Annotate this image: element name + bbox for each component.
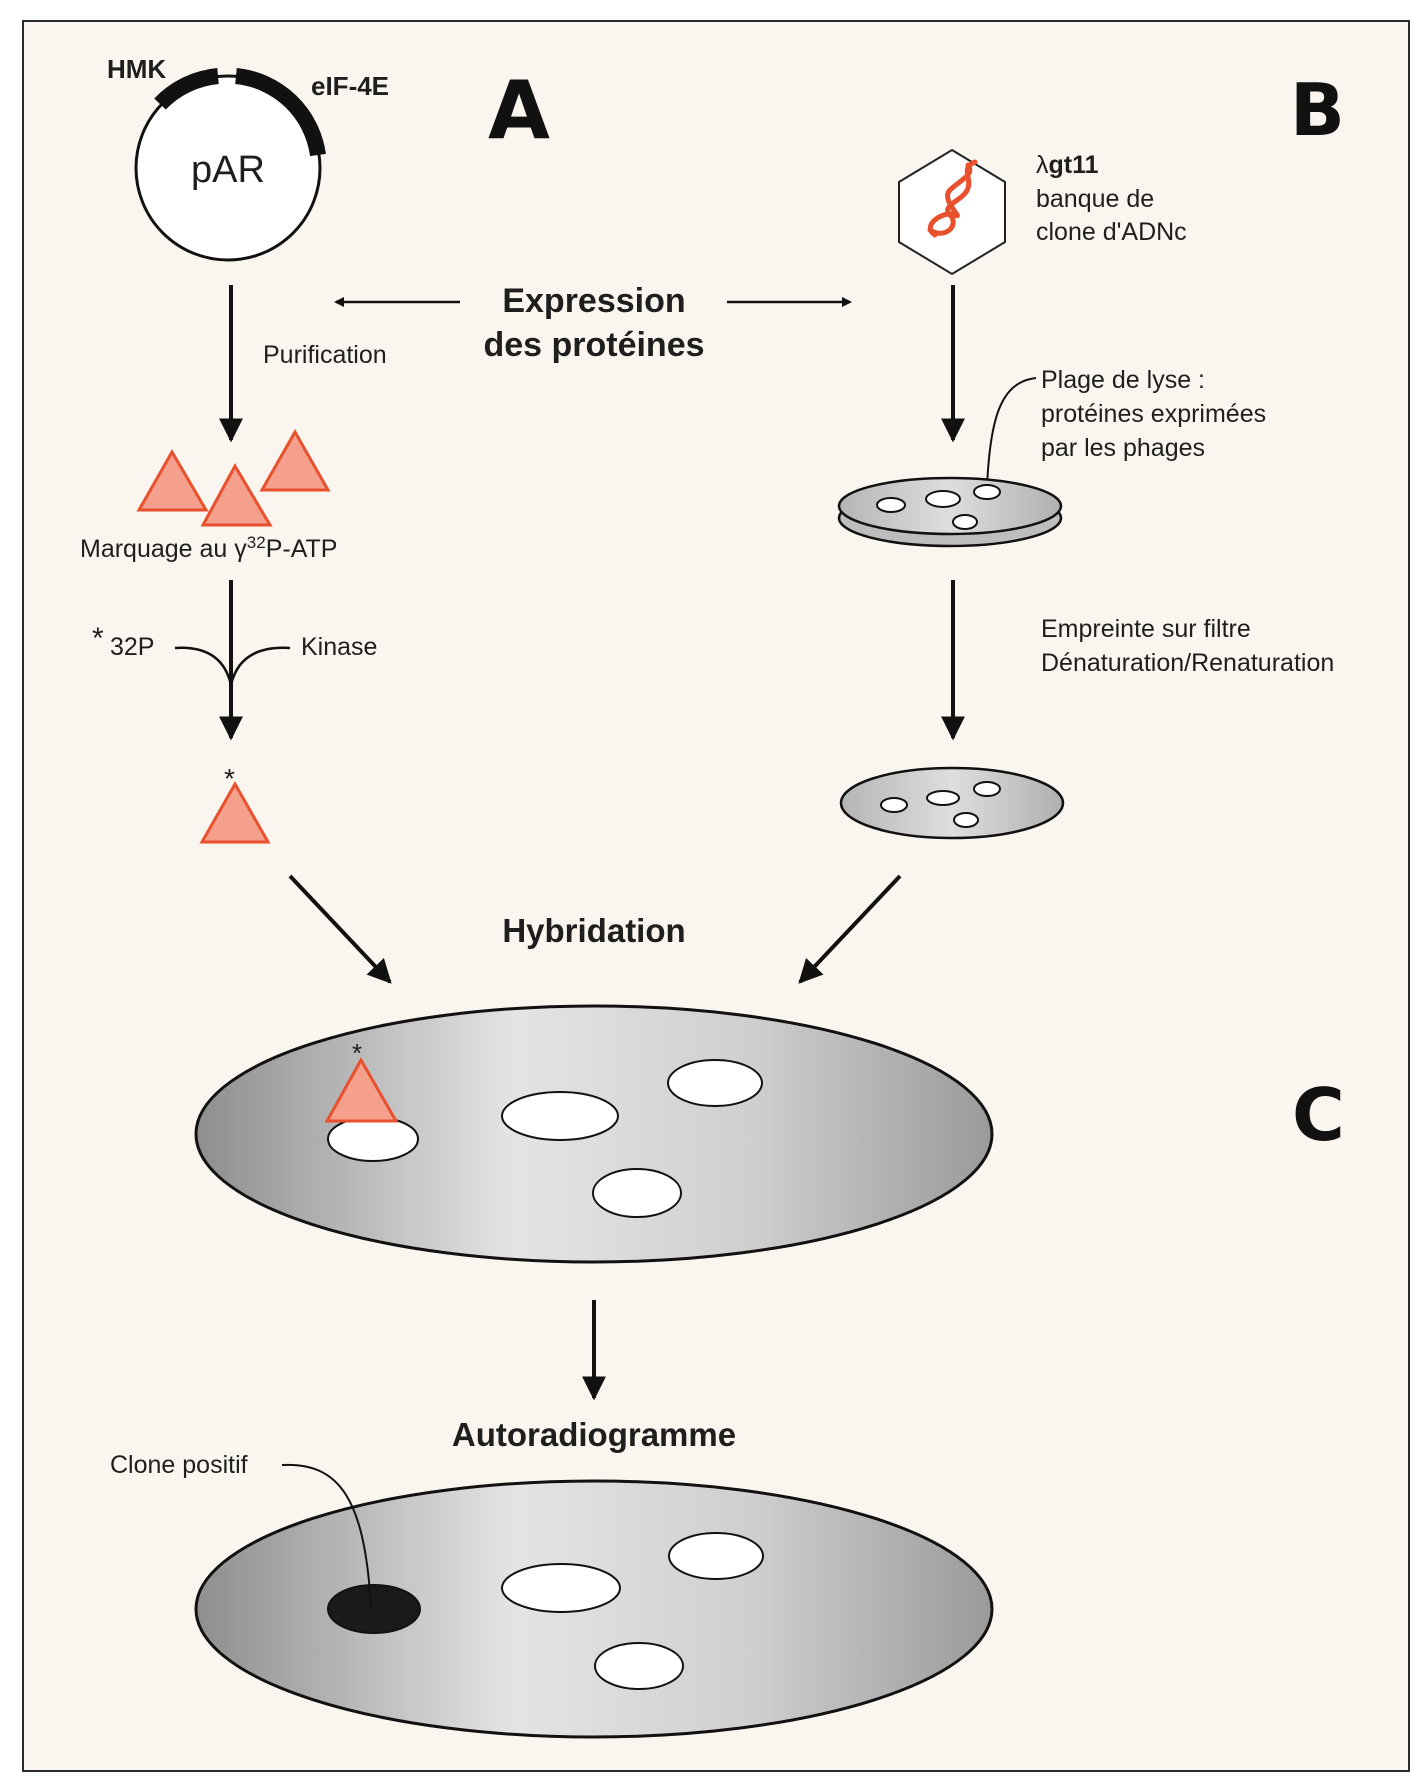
clone-positif-label: Clone positif — [110, 1451, 248, 1479]
panel-label-c: C — [1292, 1073, 1345, 1157]
phage-desc-line2: clone d'ADNc — [1036, 218, 1187, 246]
kinase-label: Kinase — [301, 633, 377, 661]
phage-desc-line1: banque de — [1036, 185, 1154, 213]
probe-star: * — [224, 763, 235, 794]
blot-label-line2: Dénaturation/Renaturation — [1041, 649, 1334, 677]
expression-title-line2: des protéines — [483, 326, 704, 364]
blot-label-line1: Empreinte sur filtre — [1041, 615, 1251, 643]
hybridation-title: Hybridation — [502, 912, 685, 949]
plaque — [925, 490, 961, 508]
plaque-pointer — [986, 377, 1037, 488]
plaque-label-line1: Plage de lyse : — [1041, 366, 1205, 394]
positive-clone-spot — [327, 1584, 421, 1634]
gene-label-hmk: HMK — [107, 54, 166, 84]
eif4e-gene-segment — [234, 68, 326, 157]
p32-star: * — [92, 622, 104, 655]
hybridization-membrane — [194, 1004, 994, 1264]
purification-label: Purification — [263, 341, 387, 369]
protein-triangles — [136, 428, 331, 527]
hybrid-probe-star: * — [352, 1038, 362, 1068]
marquage-label: Marquage au γ32P-ATP — [80, 533, 337, 563]
petri-dish — [837, 476, 1063, 548]
protein-triangle — [136, 449, 209, 512]
p32-label: 32P — [110, 633, 154, 661]
membrane-spot — [667, 1059, 763, 1107]
filter-spot — [973, 781, 1001, 797]
membrane-spot — [327, 1116, 419, 1162]
plasmid-icon — [134, 68, 326, 262]
arrow-probe-to-hybrid — [288, 874, 392, 984]
membrane-spot — [501, 1091, 619, 1141]
marquage-text: Marquage au — [80, 535, 234, 563]
protein-triangle — [259, 428, 331, 492]
autorad-spot — [594, 1642, 684, 1690]
lambda-symbol: λ — [1036, 151, 1049, 179]
arrow-filter-to-hybrid — [798, 874, 902, 984]
figure-frame — [22, 20, 1410, 1772]
atp-text: P-ATP — [266, 535, 338, 563]
filter-spot — [880, 797, 908, 813]
plaque — [973, 484, 1001, 500]
clone-positif-pointer — [281, 1463, 372, 1609]
plaque — [952, 514, 978, 530]
plaque — [876, 497, 906, 513]
gene-label-eif4e: eIF-4E — [311, 71, 389, 101]
phage-name: λgt11 — [1036, 151, 1099, 179]
isotope-superscript: 32 — [247, 533, 266, 552]
hmk-gene-segment — [154, 68, 219, 110]
gamma-symbol: γ — [234, 535, 247, 563]
dna-helix-icon — [927, 159, 978, 238]
labeled-probe-triangle — [199, 780, 271, 844]
panel-label-a: A — [488, 64, 550, 157]
plaque-label-line3: par les phages — [1041, 434, 1205, 462]
filter-spot — [953, 812, 979, 828]
phage-icon — [898, 148, 1006, 276]
autoradiogram-plate — [194, 1479, 994, 1739]
membrane-spot — [592, 1168, 682, 1218]
bound-probe-triangle — [324, 1056, 399, 1123]
protein-triangle — [200, 462, 273, 527]
branch-kinase — [229, 646, 291, 686]
filter-membrane — [839, 766, 1065, 840]
autorad-spot — [668, 1532, 764, 1580]
expression-title-line1: Expression — [502, 282, 685, 320]
phage-strain: gt11 — [1049, 151, 1099, 179]
plaque-label-line2: protéines exprimées — [1041, 400, 1266, 428]
panel-label-b: B — [1290, 68, 1345, 152]
autorad-spot — [501, 1563, 621, 1613]
branch-32p — [174, 646, 233, 686]
filter-spot — [926, 790, 960, 806]
autoradiogramme-title: Autoradiogramme — [452, 1416, 736, 1453]
plasmid-name: pAR — [191, 149, 265, 191]
